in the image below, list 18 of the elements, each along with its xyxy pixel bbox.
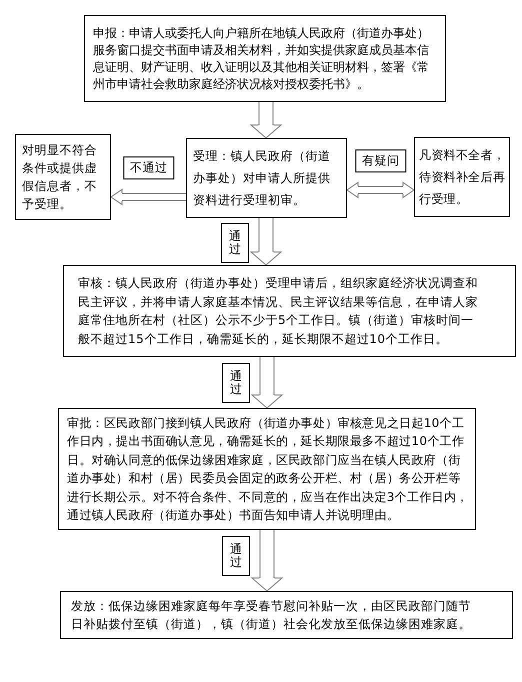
edge-label: 通过 — [222, 536, 250, 576]
node-text: 审核：镇人民政府（街道办事处）受理申请后，组织家庭经济状况调查和民主评议，并将申请人家庭基本情况、民主评议结果等信息，在申请人家庭常住地所在村（社区）公示不少于5个工作日。镇（街道）审核时间一般不超过15个工作日，确需延长的，延长期限不超过10个工作日。 — [78, 275, 479, 348]
edge-label: 有疑问 — [354, 148, 406, 172]
node-text: 发放：低保边缘困难家庭每年享受春节慰问补贴一次，由区民政部门随节日补贴拨付至镇（街道），镇（街道）社会化发放至低保边缘困难家庭。 — [71, 598, 472, 633]
node-text: 受理：镇人民政府（街道办事处）对申请人所提供资料进行受理初审。 — [193, 148, 332, 209]
process-box — [60, 591, 513, 639]
node-text: 对明显不符合条件或提供虚假信息者，不予受理。 — [22, 142, 98, 213]
process-box — [186, 138, 347, 218]
node-text: 申报：申请人或委托人向户籍所在地镇人民政府（街道办事处）服务窗口提交书面申请及相关材料，并如实提供家庭成员基本信息证明、财产证明、收入证明以及其他相关证明材料，签署《常州市申请社会救助家庭经济状况核对授权委托书》。 — [93, 24, 430, 92]
process-box — [414, 137, 510, 217]
node-text: 审批：区民政部门接到镇人民政府（街道办事处）审核意见之日起10个工作日内，提出书面确认意见，确需延长的，延长期限最多不超过10个工作日。对确认同意的低保边缘困难家庭，区民政部门应当在镇人民政府（街道办事处）和村（居）民委员会固定的政务公开栏、村（居）务公开栏等进行长期公示。对不符合条件、不同意的，应当在作出决定3个工作日内，通过镇人民政府（街道办事处）书面告知申请人并说明理由。 — [67, 414, 469, 524]
edge-label: 通过 — [222, 363, 250, 404]
process-box — [84, 15, 446, 102]
edge-label: 通过 — [221, 222, 249, 263]
process-box — [63, 265, 516, 357]
node-text: 凡资料不全者，待资料补全后再行受理。 — [419, 147, 506, 208]
process-box — [15, 134, 111, 220]
edge-label: 不通过 — [122, 156, 174, 180]
